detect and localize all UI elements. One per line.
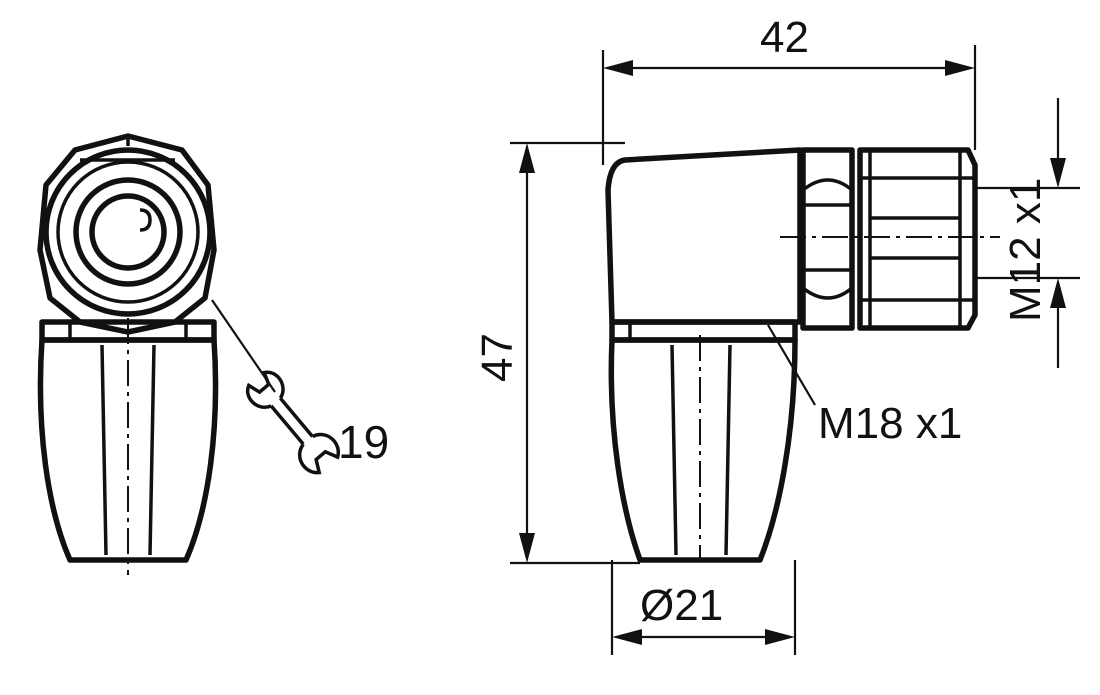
diameter-label: Ø21 (640, 581, 723, 630)
dimension-width: 42 (601, 13, 977, 165)
inner-ring (73, 177, 183, 287)
dimension-height: 47 (473, 141, 640, 565)
cable-boot (37, 337, 219, 563)
wrench-size-label: 19 (338, 416, 389, 468)
dimension-m12: M12 x1 (975, 98, 1080, 368)
dimension-diameter: Ø21 (610, 560, 797, 655)
width-label: 42 (760, 13, 809, 62)
m12-nut (857, 147, 978, 331)
side-view (605, 147, 1000, 563)
wrench-icon (245, 370, 341, 475)
side-cable-boot (608, 337, 798, 563)
height-label: 47 (473, 333, 522, 382)
thread-m18-label: M18 x1 (818, 399, 962, 448)
m18-nut (800, 147, 855, 331)
outer-ring (43, 147, 213, 317)
thread-m12-label: M12 x1 (1001, 178, 1050, 322)
front-view (37, 133, 219, 575)
thread-m18-callout: M18 x1 (767, 324, 962, 448)
angled-body (605, 147, 803, 325)
